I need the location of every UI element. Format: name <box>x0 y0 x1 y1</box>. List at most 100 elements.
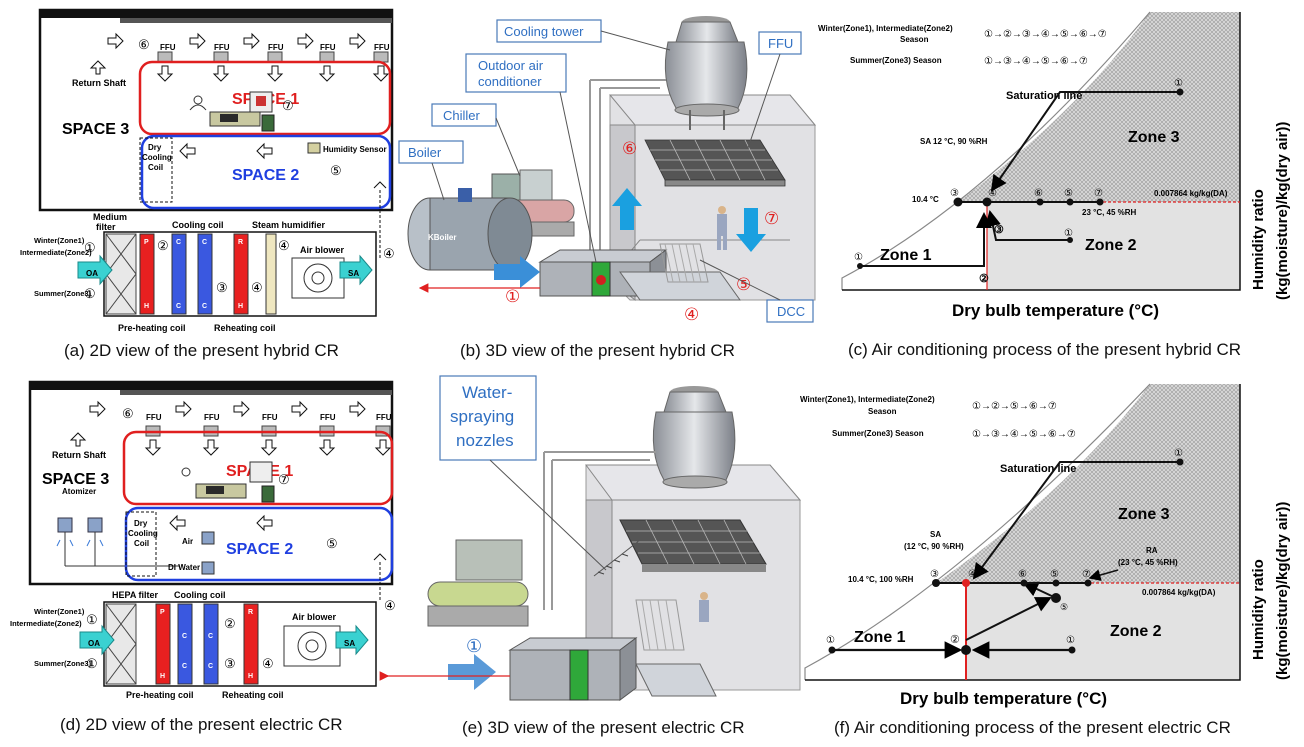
callout-chiller <box>431 103 497 127</box>
svg-text:H: H <box>144 303 149 310</box>
svg-text:⑥: ⑥ <box>1034 188 1043 199</box>
svg-text:①→②→⑤→⑥→⑦: ①→②→⑤→⑥→⑦ <box>972 401 1057 412</box>
svg-text:⑥: ⑥ <box>1018 569 1027 580</box>
svg-text:⑥: ⑥ <box>622 139 637 158</box>
svg-text:③: ③ <box>994 224 1004 236</box>
svg-text:Air blower: Air blower <box>300 245 345 255</box>
air-handling-unit: Medium filter Cooling coil Steam humidif… <box>77 212 377 317</box>
svg-text:Zone 1: Zone 1 <box>854 629 906 646</box>
svg-text:⑦: ⑦ <box>1082 569 1091 580</box>
svg-text:FFU: FFU <box>320 413 336 422</box>
svg-text:Reheating coil: Reheating coil <box>214 323 276 333</box>
electric-psychrometric-chart: Winter(Zone1), Intermediate(Zone2) Seaso… <box>800 383 1291 708</box>
svg-text:①→③→④→⑤→⑥→⑦: ①→③→④→⑤→⑥→⑦ <box>972 429 1076 440</box>
process-equipment <box>181 461 275 503</box>
svg-text:④: ④ <box>988 188 997 199</box>
svg-text:Saturation line: Saturation line <box>1000 463 1076 475</box>
svg-text:Cooling tower: Cooling tower <box>504 24 584 39</box>
svg-text:③: ③ <box>950 188 959 199</box>
svg-text:P: P <box>144 239 149 246</box>
callout-dcc <box>766 299 814 323</box>
svg-text:SA: SA <box>344 639 355 648</box>
svg-text:Dry: Dry <box>134 519 148 528</box>
svg-text:Cooling coil: Cooling coil <box>172 220 224 230</box>
svg-text:⑦: ⑦ <box>1094 188 1103 199</box>
svg-text:①: ① <box>86 656 98 671</box>
svg-text:KBoiler: KBoiler <box>428 233 456 242</box>
svg-text:0.007864 kg/kg(DA): 0.007864 kg/kg(DA) <box>1154 189 1228 198</box>
svg-text:23 °C, 45 %RH: 23 °C, 45 %RH <box>1082 208 1137 217</box>
svg-text:Humidity ratio: Humidity ratio <box>1250 189 1267 290</box>
svg-text:②: ② <box>950 634 960 646</box>
svg-text:Intermediate(Zone2): Intermediate(Zone2) <box>20 248 92 257</box>
svg-text:Zone 3: Zone 3 <box>1118 506 1170 523</box>
svg-text:Dry bulb temperature (°C): Dry bulb temperature (°C) <box>952 301 1159 320</box>
svg-text:R: R <box>248 609 253 616</box>
hybrid-2d-diagram: FFU FFU FFU FFU FFU ⑥ Return Shaft SPACE… <box>20 8 395 333</box>
svg-text:⑥: ⑥ <box>122 406 134 421</box>
svg-text:Winter(Zone1): Winter(Zone1) <box>34 236 85 245</box>
svg-text:SA 12 °C, 90 %RH: SA 12 °C, 90 %RH <box>920 137 988 146</box>
svg-text:Pre-heating coil: Pre-heating coil <box>118 323 186 333</box>
zone-3-region <box>958 12 1240 202</box>
ffu-label: FFU <box>374 43 390 52</box>
svg-text:Boiler: Boiler <box>408 145 442 160</box>
svg-text:①: ① <box>1174 78 1183 89</box>
svg-text:FFU: FFU <box>262 413 278 422</box>
return-shaft-label: Return Shaft <box>72 78 126 88</box>
svg-text:C: C <box>176 239 181 246</box>
svg-text:②: ② <box>157 238 169 253</box>
svg-text:Coil: Coil <box>134 539 149 548</box>
svg-text:Intermediate(Zone2): Intermediate(Zone2) <box>10 619 82 628</box>
svg-text:Winter(Zone1), Intermediate(Zo: Winter(Zone1), Intermediate(Zone2) <box>818 24 953 33</box>
space-3-label: SPACE 3 <box>62 121 129 138</box>
svg-text:Zone 2: Zone 2 <box>1085 237 1137 254</box>
svg-text:C: C <box>202 239 207 246</box>
svg-text:Winter(Zone1): Winter(Zone1) <box>34 607 85 616</box>
svg-text:Summer(Zone3) Season: Summer(Zone3) Season <box>850 56 942 65</box>
svg-text:10.4 °C, 100 %RH: 10.4 °C, 100 %RH <box>848 575 914 584</box>
svg-text:(23 °C, 45 %RH): (23 °C, 45 %RH) <box>1118 558 1178 567</box>
space-1-boundary <box>138 60 392 136</box>
svg-text:(kg(moisture)/kg(dry air)): (kg(moisture)/kg(dry air)) <box>1274 502 1291 680</box>
svg-text:Zone 3: Zone 3 <box>1128 129 1180 146</box>
svg-text:①→②→③→④→⑤→⑥→⑦: ①→②→③→④→⑤→⑥→⑦ <box>984 29 1107 40</box>
svg-text:④: ④ <box>262 656 274 671</box>
hybrid-3d-render: KBoiler ⑥ ⑦ ① ④ ⑤ Coo <box>398 16 817 324</box>
ffu-label: FFU <box>160 43 176 52</box>
svg-text:①: ① <box>1174 448 1183 459</box>
svg-text:Season: Season <box>868 407 897 416</box>
svg-text:④: ④ <box>968 569 977 580</box>
svg-text:0.007864 kg/kg(DA): 0.007864 kg/kg(DA) <box>1142 588 1216 597</box>
svg-text:RA: RA <box>1146 546 1158 555</box>
svg-text:⑤: ⑤ <box>1050 569 1059 580</box>
svg-text:Outdoor air: Outdoor air <box>478 58 544 73</box>
svg-text:Cooling: Cooling <box>142 153 172 162</box>
svg-text:①→③→④→⑤→⑥→⑦: ①→③→④→⑤→⑥→⑦ <box>984 56 1088 67</box>
svg-text:OA: OA <box>86 269 98 278</box>
humidity-sensor-icon <box>307 142 321 154</box>
svg-text:①: ① <box>84 240 96 255</box>
svg-text:10.4 °C: 10.4 °C <box>912 195 939 204</box>
outdoor-air-conditioner-icon <box>538 249 741 301</box>
svg-text:R: R <box>238 239 243 246</box>
space-2-label: SPACE 2 <box>232 167 299 184</box>
svg-text:SA: SA <box>930 530 941 539</box>
svg-text:Dry bulb temperature (°C): Dry bulb temperature (°C) <box>900 689 1107 708</box>
dry-cooling-coil <box>139 137 173 203</box>
svg-text:C: C <box>182 663 187 670</box>
svg-text:C: C <box>202 303 207 310</box>
svg-text:Season: Season <box>900 35 929 44</box>
process-equipment <box>189 91 275 132</box>
svg-text:SPACE 2: SPACE 2 <box>226 541 293 558</box>
atomizer-icon <box>56 517 180 567</box>
chiller-icon <box>427 539 529 627</box>
ffu-label: FFU <box>268 43 284 52</box>
svg-text:①: ① <box>1064 228 1073 239</box>
building-outline <box>38 8 394 212</box>
svg-text:④: ④ <box>383 246 395 261</box>
svg-text:H: H <box>160 673 165 680</box>
svg-text:DI Water: DI Water <box>168 563 200 572</box>
svg-text:④: ④ <box>684 305 699 324</box>
person-icon <box>717 206 727 250</box>
